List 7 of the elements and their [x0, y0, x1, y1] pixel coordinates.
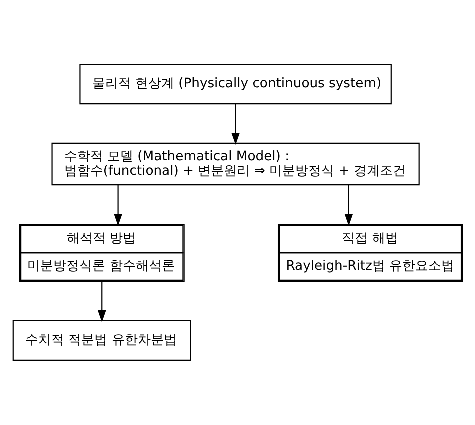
node-box: 수학적 모델 (Mathematical Model) : 범함수(functional) + 변분원리 ⇒ 미분방정식 + 경계조건 [51, 142, 420, 186]
arrow [114, 185, 122, 226]
arrow [97, 282, 106, 322]
arrow [231, 104, 240, 145]
node-box: 물리적 현상계 (Physically continuous system) [79, 64, 392, 105]
arrow [344, 185, 353, 226]
node-box: 수치적 적분법 유한차분법 [12, 320, 191, 361]
